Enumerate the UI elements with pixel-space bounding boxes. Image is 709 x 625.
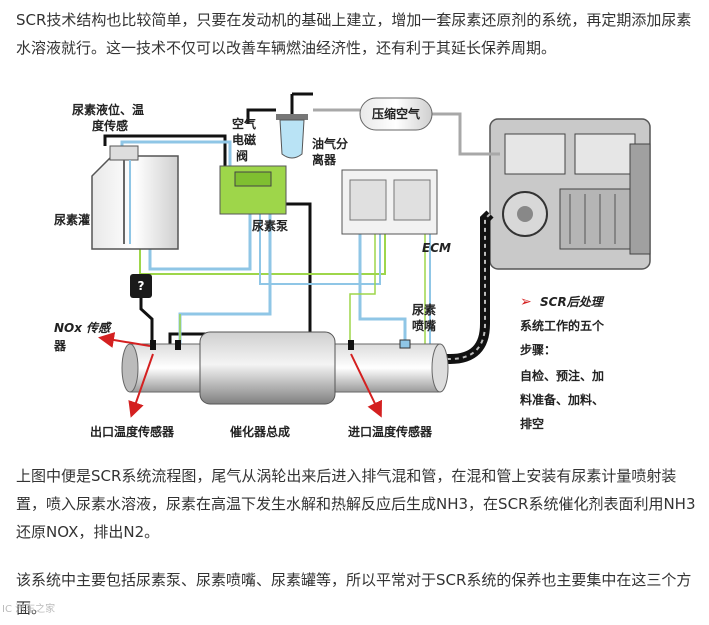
arrow-bullet-icon: ➢ [520,294,532,310]
separator-label-2: 离器 [312,152,337,167]
steps-line-5: 料准备、加料、 [520,392,604,407]
level-temp-sensor-label-2: 度传感 [92,118,128,133]
urea-pump-label: 尿素泵 [252,218,288,233]
nozzle-label-1: 尿素 [412,302,436,317]
compressed-air-tank: 压缩空气 [359,97,433,131]
sensor-question-mark: ? [138,279,145,293]
steps-line-3: 步骤： [520,342,556,357]
nox-sensor-label-2: 器 [53,339,67,353]
steps-line-2: 系统工作的五个 [520,318,605,333]
urea-pump [219,165,287,215]
steps-title: SCR后处理 [540,295,605,309]
catalyst-assembly-label: 催化器总成 [230,424,290,439]
ecm-label: ECM [422,241,451,255]
separator-label-1: 油气分 [312,136,348,151]
intro-paragraph: SCR技术结构也比较简单，只要在发动机的基础上建立，增加一套尿素还原剂的系统，再… [16,11,692,57]
air-valve-label-1: 空气 [232,116,256,131]
steps-line-6: 排空 [520,416,544,431]
air-valve-label-2: 电磁 [232,132,256,147]
scr-system-diagram: 压缩空气 油气分 离器 尿素液位、温 度传感 尿素灌 空气 电磁 阀 尿素泵 [53,92,651,439]
inlet-temp-sensor-label: 进口温度传感器 [348,424,433,439]
nozzle-label-2: 喷嘴 [412,318,436,333]
level-temp-sensor-label-1: 尿素液位、温 [72,102,144,117]
engine-illustration [489,118,651,270]
oil-gas-separator [276,92,313,159]
scr-steps-note: ➢ SCR后处理 系统工作的五个 步骤： 自检、预注、加 料准备、加料、 排空 [520,294,605,431]
nox-sensor-label: NOx 传感 [54,321,112,335]
nox-sensor-module: ? [130,274,154,346]
outlet-temp-sensor-label: 出口温度传感器 [90,424,175,439]
urea-tank-label: 尿素灌 [54,212,90,227]
compressed-air-label: 压缩空气 [372,106,420,121]
steps-line-4: 自检、预注、加 [520,368,604,383]
summary-paragraph: 该系统中主要包括尿素泵、尿素喷嘴、尿素罐等，所以平常对于SCR系统的保养也主要集… [16,571,692,617]
exhaust-pipe [121,331,449,405]
ecm-unit [341,169,438,235]
watermark: IC 汽车之家 [2,604,56,615]
air-valve-label-3: 阀 [236,149,248,163]
urea-tank [91,145,179,250]
explanation-paragraph: 上图中便是SCR系统流程图，尾气从涡轮出来后进入排气混和管，在混和管上安装有尿素… [16,467,696,541]
